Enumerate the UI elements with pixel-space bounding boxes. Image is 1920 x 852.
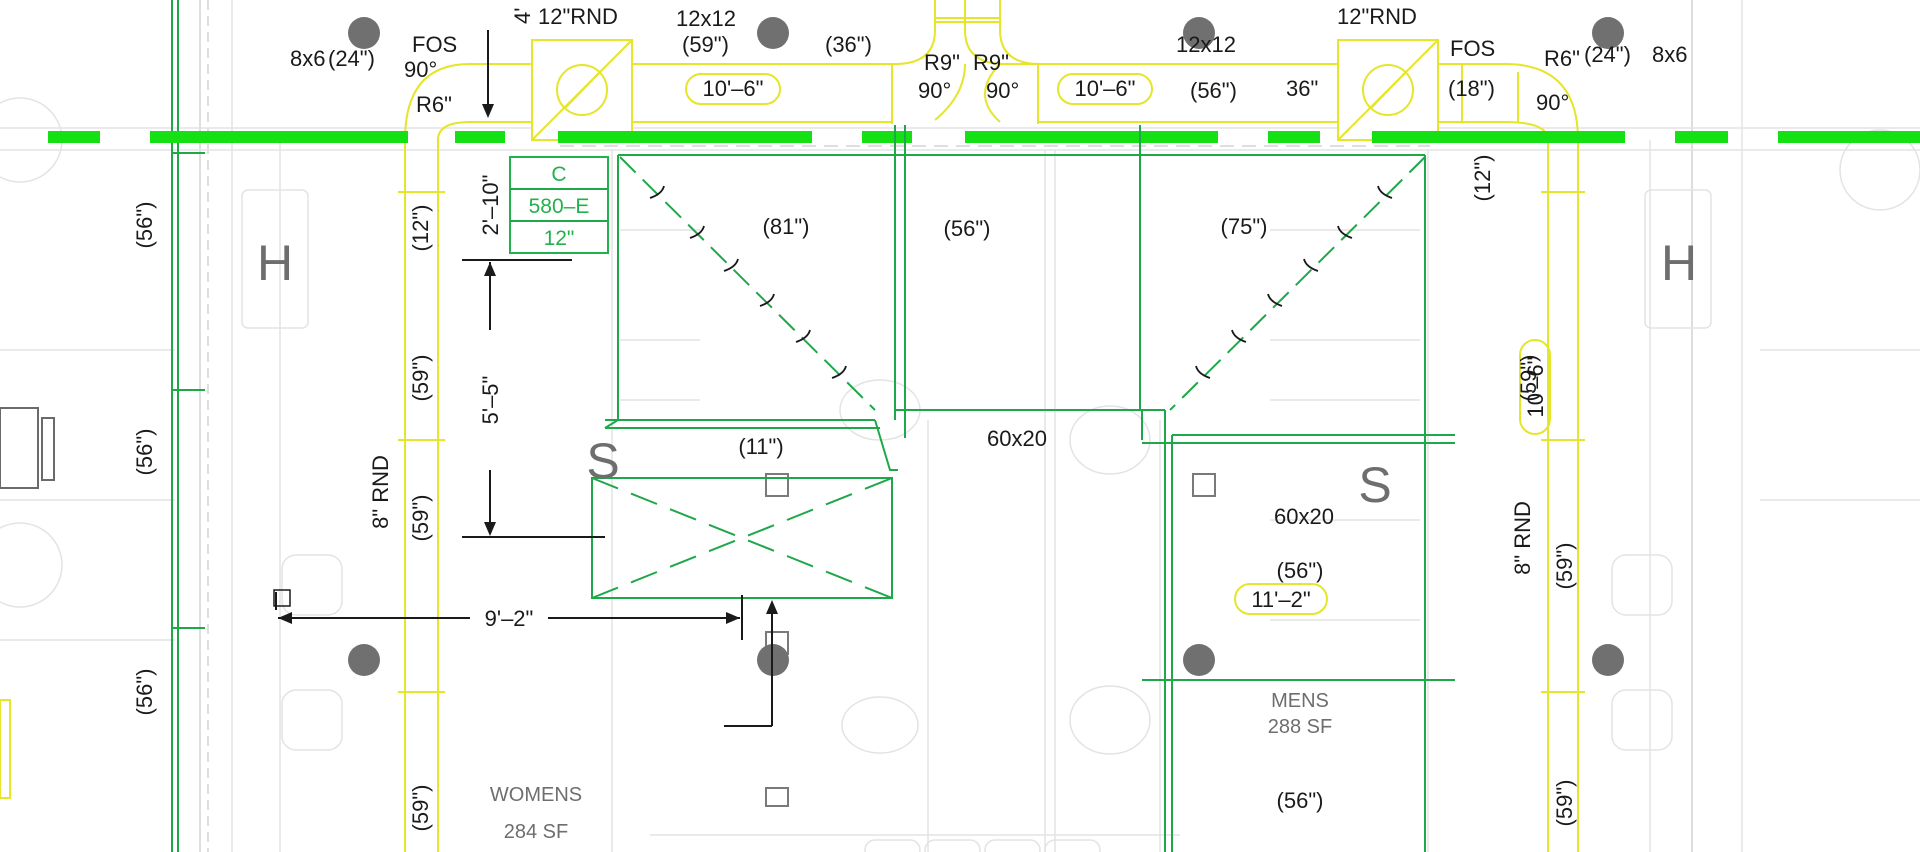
- room-name: WOMENS: [490, 784, 582, 806]
- hand-dryer-symbol-label: H: [257, 235, 293, 291]
- length-bubble: [1057, 73, 1153, 105]
- equipment-tag: [509, 156, 609, 254]
- length-label: (12"): [408, 205, 433, 252]
- column-dot: [757, 17, 789, 49]
- duct-size-label: 60x20: [1274, 504, 1334, 529]
- length-label: (59"): [408, 355, 433, 402]
- column-dot: [348, 644, 380, 676]
- column-dot: [1183, 644, 1215, 676]
- dimension-label: 9'–2": [485, 606, 534, 631]
- length-label: (59"): [408, 495, 433, 542]
- length-label: 36": [1286, 76, 1318, 101]
- column-dot: [1183, 17, 1215, 49]
- length-label: (24"): [328, 46, 375, 71]
- round-damper-left-icon: [556, 64, 608, 116]
- length-label: (56"): [132, 429, 157, 476]
- length-label: (59"): [682, 32, 729, 57]
- diagonal-tick-marks: [649, 185, 1393, 379]
- radius-label: R9": [924, 50, 960, 75]
- supply-symbol-label: S: [1358, 457, 1391, 513]
- length-bubble: [1519, 339, 1551, 435]
- length-label: (36"): [825, 32, 872, 57]
- length-label: (59"): [408, 785, 433, 832]
- radius-label: R9": [973, 50, 1009, 75]
- supply-symbol-label: S: [586, 433, 619, 489]
- length-bubble-label: 11'–2": [1251, 587, 1310, 612]
- round-duct-label: 12"RND: [538, 4, 618, 29]
- length-bubble-label: 10'–6": [703, 76, 764, 101]
- length-label: (12"): [1470, 155, 1495, 202]
- fos-label: FOS: [412, 32, 457, 57]
- angle-label: 90°: [404, 57, 437, 82]
- labels: 8x6 (24") FOS 90° R6" 4' 12"RND 12x12 (5…: [132, 4, 1697, 843]
- length-label: (59"): [1552, 543, 1577, 590]
- length-label: (81"): [763, 214, 810, 239]
- duct-size-label: 60x20: [987, 426, 1047, 451]
- dimension-label: 5'–5": [478, 376, 503, 425]
- duct-size-label: 8x6: [1652, 42, 1687, 67]
- length-label: (56"): [1277, 558, 1324, 583]
- round-damper-right-icon: [1362, 64, 1414, 116]
- round-duct-label: 12"RND: [1337, 4, 1417, 29]
- angle-label: 90°: [1536, 90, 1569, 115]
- length-label: (18"): [1448, 76, 1495, 101]
- length-label: (59"): [1516, 355, 1541, 402]
- room-name: MENS: [1271, 690, 1329, 712]
- column-markers: [348, 17, 1624, 676]
- tag-size: 12": [544, 227, 575, 250]
- column-dot: [1592, 644, 1624, 676]
- dimension-label: 4': [510, 8, 535, 24]
- duct-size-label: 12x12: [1176, 32, 1236, 57]
- length-label: (59"): [1552, 780, 1577, 827]
- length-bubble: [685, 73, 781, 105]
- angle-label: 90°: [986, 78, 1019, 103]
- dimension-lines: [275, 30, 778, 727]
- radius-label: R6": [1544, 46, 1580, 71]
- dimension-label: 2'–10": [478, 175, 503, 236]
- length-label: (75"): [1221, 214, 1268, 239]
- length-label: (56"): [132, 202, 157, 249]
- length-label: (56"): [1277, 788, 1324, 813]
- length-label: (56"): [1190, 78, 1237, 103]
- room-area: 288 SF: [1268, 716, 1332, 738]
- duct-size-label: 8x6: [290, 46, 325, 71]
- tag-model: 580–E: [529, 195, 590, 218]
- column-dot: [348, 17, 380, 49]
- radius-label: R6": [416, 92, 452, 117]
- exhaust-ductwork: [509, 125, 1455, 852]
- duct-size-label: 12x12: [676, 6, 736, 31]
- hand-dryer-symbol-label: H: [1661, 235, 1697, 291]
- round-duct-label: 8" RND: [1510, 501, 1535, 575]
- length-label: (56"): [944, 216, 991, 241]
- length-bubble-label: 10'–6": [1523, 357, 1548, 418]
- length-label: (56"): [132, 669, 157, 716]
- length-bubble: [1234, 583, 1328, 615]
- length-label: (11"): [738, 434, 783, 459]
- length-label: (24"): [1584, 42, 1631, 67]
- angle-label: 90°: [918, 78, 951, 103]
- tag-letter: C: [551, 163, 566, 186]
- round-duct-label: 8" RND: [368, 455, 393, 529]
- column-dot: [1592, 17, 1624, 49]
- fos-label: FOS: [1450, 36, 1495, 61]
- length-bubble-label: 10'–6": [1075, 76, 1136, 101]
- room-area: 284 SF: [504, 821, 568, 843]
